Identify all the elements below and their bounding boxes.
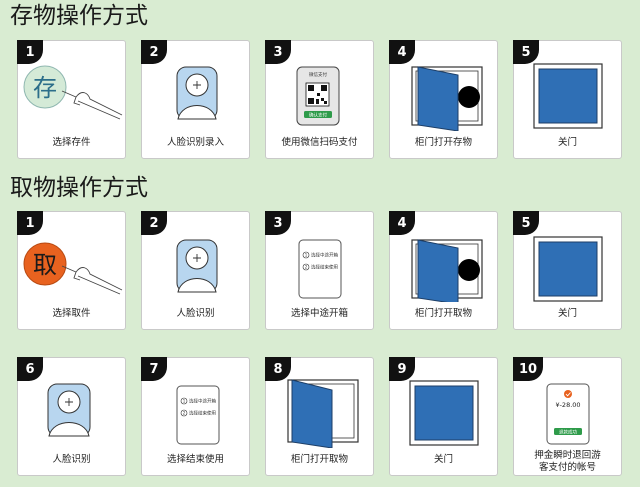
step-caption: 柜门打开取物: [290, 454, 348, 465]
step-number-badge: 10: [513, 357, 543, 381]
door-open-illustration: [287, 379, 359, 448]
wechat-pay-illustration: 微信支付 确认支付: [296, 66, 340, 126]
take-step-9-card: 9 关门: [389, 357, 498, 476]
store-step-4-card: 4 柜门打开存物: [389, 40, 498, 159]
pay-header: 微信支付: [309, 71, 327, 78]
step-caption: 选择中途开箱: [290, 308, 348, 319]
svg-text:2: 2: [183, 411, 186, 416]
hand-pointing-icon: [61, 265, 123, 295]
step-caption: 押金瞬时退回游 客支付的帐号: [516, 450, 619, 474]
door-closed-illustration: [533, 63, 603, 129]
svg-text:1: 1: [305, 253, 308, 258]
select-store-illustration: 存: [23, 65, 123, 120]
store-step-2-card: 2 人脸识别录入: [141, 40, 250, 159]
take-step-4-card: 4 柜门打开取物: [389, 211, 498, 330]
take-glyph-circle: [23, 242, 67, 286]
open-door-icon: [291, 379, 333, 448]
store-section-title: 存物操作方式: [10, 3, 148, 29]
take-step-7-card: 7 1 选择中途开箱 2 选择结束使用 选择结束使用: [141, 357, 250, 476]
pay-confirm-button: 确认支付: [309, 112, 327, 119]
step-number-badge: 2: [141, 211, 167, 235]
face-body-icon: [177, 105, 217, 120]
screen-icon: [298, 239, 342, 299]
step-number-badge: 8: [265, 357, 291, 381]
step-number-badge: 5: [513, 40, 539, 64]
face-recognition-illustration: [176, 239, 218, 293]
step-caption: 柜门打开取物: [414, 308, 472, 319]
locker-interior-icon: [458, 86, 480, 108]
options-screen-illustration: 1 选择中途开箱 2 选择结束使用: [176, 385, 220, 445]
screen-icon: [176, 385, 220, 445]
step-number-badge: 1: [17, 40, 43, 64]
take-glyph: 取: [33, 251, 57, 279]
option-midway-open: 选择中途开箱: [189, 398, 216, 405]
step-number-badge: 5: [513, 211, 539, 235]
take-step-1-card: 1 取 选择取件: [17, 211, 126, 330]
store-step-1-card: 1 存 选择存件: [17, 40, 126, 159]
take-section-title: 取物操作方式: [10, 175, 148, 201]
select-take-illustration: 取: [23, 242, 123, 295]
step-caption: 选择结束使用: [166, 454, 224, 465]
door-closed-illustration: [533, 236, 603, 302]
closed-door-icon: [538, 68, 598, 124]
store-step-5-card: 5 关门: [513, 40, 622, 159]
refund-status-button: 退款成功: [559, 429, 577, 436]
closed-door-icon: [414, 385, 474, 441]
step-number-badge: 4: [389, 40, 415, 64]
store-glyph: 存: [33, 74, 57, 102]
step-number-badge: 6: [17, 357, 43, 381]
step-number-badge: 2: [141, 40, 167, 64]
face-recognition-illustration: [47, 383, 91, 437]
step-number-badge: 1: [17, 211, 43, 235]
step-caption: 人脸识别: [176, 308, 215, 319]
step-caption: 柜门打开存物: [414, 137, 472, 148]
face-recognition-illustration: [176, 66, 218, 120]
step-number-badge: 9: [389, 357, 415, 381]
store-glyph-circle: [23, 65, 67, 109]
take-step-3-card: 3 1 选择中途开箱 2 选择结束使用 选择中途开箱: [265, 211, 374, 330]
door-closed-illustration: [409, 380, 479, 446]
option-end-use: 选择结束使用: [311, 264, 338, 271]
open-door-icon: [417, 239, 459, 302]
face-body-icon: [177, 278, 217, 293]
take-step-6-card: 6 人脸识别: [17, 357, 126, 476]
open-door-icon: [417, 66, 459, 131]
refund-illustration: ¥-28.00 退款成功: [546, 383, 590, 445]
options-screen-illustration: 1 选择中途开箱 2 选择结束使用: [298, 239, 342, 299]
take-step-8-card: 8 柜门打开取物: [265, 357, 374, 476]
step-caption: 人脸识别: [52, 454, 91, 465]
step-caption: 使用微信扫码支付: [281, 137, 358, 148]
option-end-use: 选择结束使用: [189, 410, 216, 417]
step-caption: 关门: [557, 137, 577, 148]
step-caption: 关门: [433, 454, 453, 465]
locker-interior-icon: [458, 259, 480, 281]
option-midway-open: 选择中途开箱: [311, 252, 338, 259]
step-caption-line-2: 客支付的帐号: [538, 462, 596, 473]
step-caption: 选择取件: [52, 308, 91, 319]
step-number-badge: 3: [265, 40, 291, 64]
store-step-3-card: 3 微信支付 确认支付 使用微信扫码支付: [265, 40, 374, 159]
take-step-5-card: 5 关门: [513, 211, 622, 330]
step-number-badge: 7: [141, 357, 167, 381]
step-caption: 选择存件: [52, 137, 91, 148]
step-number-badge: 4: [389, 211, 415, 235]
refund-check-icon: [564, 390, 572, 398]
refund-amount: ¥-28.00: [555, 401, 580, 409]
face-body-icon: [48, 422, 90, 437]
take-step-2-card: 2 人脸识别: [141, 211, 250, 330]
door-open-illustration: [411, 66, 483, 131]
svg-text:1: 1: [183, 399, 186, 404]
step-caption: 人脸识别录入: [166, 137, 224, 148]
step-number-badge: 3: [265, 211, 291, 235]
hand-pointing-icon: [61, 90, 123, 120]
step-caption-line-1: 押金瞬时退回游: [534, 450, 601, 461]
door-open-illustration: [411, 239, 483, 302]
svg-text:2: 2: [305, 265, 308, 270]
take-step-10-card: 10 ¥-28.00 退款成功 押金瞬时退回游 客支付的帐号: [513, 357, 622, 476]
step-caption: 关门: [557, 308, 577, 319]
closed-door-icon: [538, 241, 598, 297]
